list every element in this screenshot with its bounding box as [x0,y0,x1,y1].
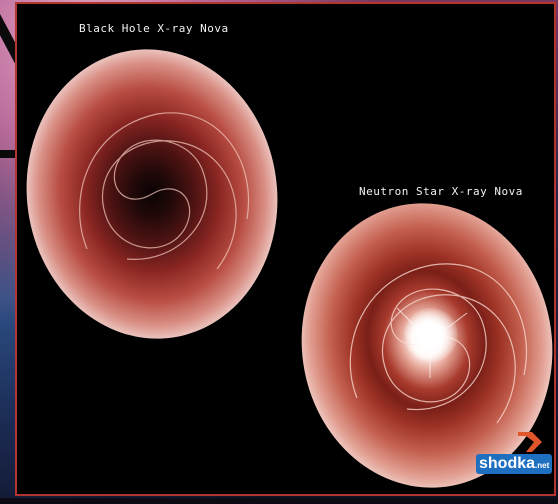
background-stroke [0,150,22,158]
watermark-suffix: .net [535,461,550,470]
neutron-star-core-glow [404,308,458,362]
black-hole-spiral-arms [79,112,249,270]
neutron-star-spiral-arms [349,263,528,424]
watermark-logo: shodka.net [472,426,553,486]
logo-arrow-icon [518,432,542,452]
watermark-text: shodka.net [476,454,553,474]
neutron-star-label: Neutron Star X-ray Nova [359,185,523,198]
watermark-brand: shodka [479,455,536,472]
black-hole-label: Black Hole X-ray Nova [79,22,229,35]
